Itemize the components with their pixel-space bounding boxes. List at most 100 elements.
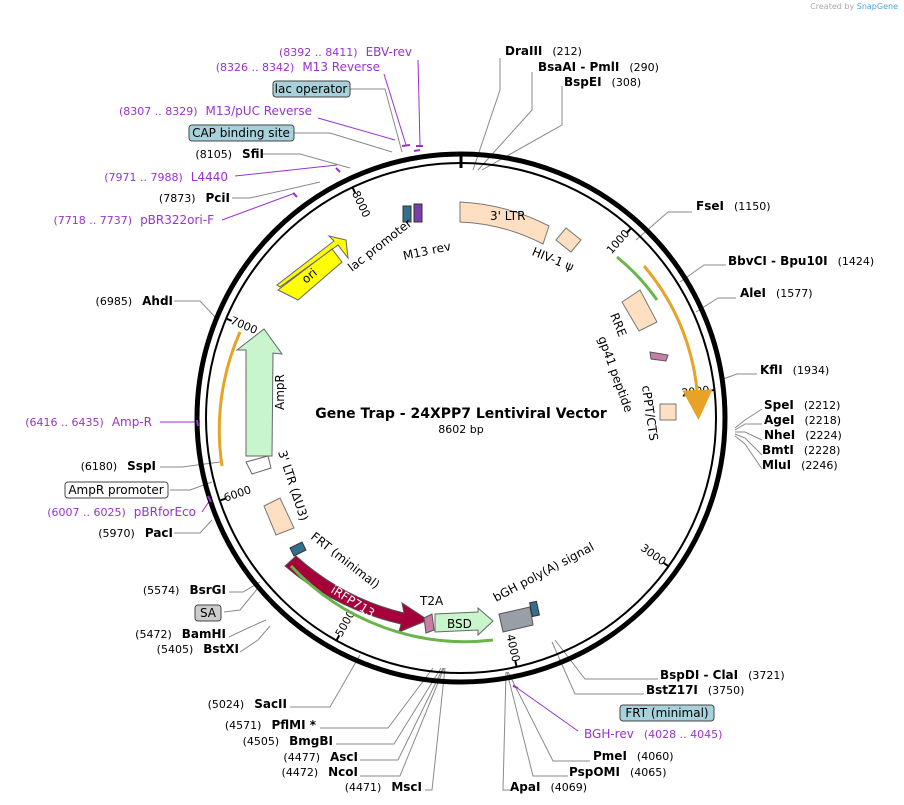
site-enzyme: BmgBI [289,734,333,748]
site-label[interactable]: (5472)BamHI [135,627,226,641]
site-enzyme: PflMI * [271,718,316,732]
site-position: (4472) [282,766,319,779]
restriction-site-labels: DraIII(212) BsaAI - PmlI(290)BspEI (308) Fs… [81,44,875,794]
site-label[interactable]: BstZ17I(3750) [646,683,744,697]
cppt-label: cPPT/CTS [639,384,661,441]
rre-feature[interactable] [621,289,658,332]
hiv-psi-feature[interactable] [555,227,582,253]
primer-label[interactable]: (8307 .. 8329)M13/pUC Reverse [119,104,312,118]
bgh-label: bGH poly(A) signal [491,540,596,605]
site-label[interactable]: BmtI(2228) [762,443,840,457]
site-enzyme: AgeI [764,413,794,427]
site-label[interactable]: BsaAI - PmlI(290) [538,60,659,74]
site-label[interactable]: DraIII(212) [505,44,582,58]
site-enzyme: AleI [740,286,766,300]
site-label[interactable]: (7873)PciI [159,191,230,205]
site-label[interactable]: (4472)NcoI [282,765,358,779]
primer-range: (6416 .. 6435) [25,416,104,429]
ampr-feature[interactable] [235,328,284,457]
watermark-prefix: Created by [810,2,855,11]
bsd-feature[interactable] [434,606,494,637]
site-enzyme: MscI [391,780,422,794]
site-position: (308) [612,76,642,89]
cap-binding-site-label[interactable]: CAP binding site [192,126,290,140]
site-label[interactable]: (4505)BmgBI [243,734,333,748]
ampr-promoter-label[interactable]: AmpR promoter [68,483,163,497]
site-label[interactable]: (6180)SspI [81,459,156,473]
site-enzyme: SspI [127,459,156,473]
site-enzyme: AhdI [142,294,173,308]
sa-label[interactable]: SA [200,606,217,620]
site-label[interactable]: (5970)PacI [98,526,173,540]
site-position: (5574) [143,584,180,597]
tick-label: 7000 [228,314,259,337]
primer-label[interactable]: (7718 .. 7737)pBR322ori-F [54,213,215,227]
site-label[interactable]: BspEI (308) [564,75,641,89]
tick-mark [514,660,518,668]
site-label[interactable]: AgeI(2218) [764,413,841,427]
site-position: (4571) [225,719,262,732]
tick-label: 6000 [222,483,253,504]
site-enzyme: BspEI [564,75,602,89]
site-label[interactable]: FseI(1150) [696,199,771,213]
site-position: (3750) [708,684,745,697]
t2a-label: T2A [419,594,444,608]
lac-promoter-feature[interactable] [402,205,412,223]
site-enzyme: BamHI [182,627,226,641]
site-enzyme: FseI [696,199,724,213]
site-label[interactable]: (4477) AscI [283,750,358,764]
site-label[interactable]: (4471)MscI [345,780,422,794]
tick-mark [663,561,670,568]
primer-label[interactable]: (8326 .. 8342)M13 Reverse [216,60,380,74]
tick-mark [351,186,356,194]
cppt-feature[interactable] [659,403,677,421]
frt-left-feature[interactable] [289,541,307,557]
site-position: (3721) [748,669,785,682]
site-enzyme: PspOMI [569,765,620,779]
m13-rev-feature[interactable] [413,203,423,223]
site-position: (4065) [630,766,667,779]
site-position: (2224) [805,429,842,442]
site-label[interactable]: (8105) SfiI [195,147,264,161]
t2a-feature[interactable] [423,613,435,634]
primer-label[interactable]: (8392 .. 8411)EBV-rev [279,45,412,59]
site-label[interactable]: BbvCI - Bpu10I(1424) [728,254,874,268]
site-enzyme: PacI [145,526,173,540]
primer-label[interactable]: (7971 .. 7988)L4440 [104,170,228,184]
site-label[interactable]: (5024)SacII [208,697,287,711]
primer-label[interactable]: (6416 .. 6435)Amp-R [25,415,152,429]
site-label[interactable]: (4571) PflMI * [225,718,317,732]
site-label[interactable]: KflI(1934) [760,363,829,377]
site-label[interactable]: (5405)BstXI [157,642,239,656]
gp41-feature[interactable] [649,351,669,362]
site-position: (290) [629,61,659,74]
primer-range: (8307 .. 8329) [119,105,198,118]
primer-label[interactable]: BGH-rev(4028 .. 4045) [584,727,722,741]
frt-minimal-box-label[interactable]: FRT (minimal) [625,706,708,720]
site-label[interactable]: NheI(2224) [764,428,842,442]
site-position: (212) [552,45,582,58]
site-label[interactable]: AleI(1577) [740,286,813,300]
ltr3-feature[interactable] [459,201,550,245]
site-label[interactable]: (5574)BsrGI [143,583,226,597]
site-enzyme: AscI [330,750,358,764]
primer-label[interactable]: (6007 .. 6025)pBRforEco [47,505,196,519]
ampr-promoter-feature[interactable] [245,455,272,475]
site-enzyme: SfiI [242,147,264,161]
lac-promoter-label: lac promoter [345,216,414,274]
site-position: (4477) [283,751,320,764]
site-position: (8105) [195,148,232,161]
site-label[interactable]: PmeI(4060) [593,749,673,763]
bgh-feature[interactable] [498,606,534,633]
site-label[interactable]: SpeI(2212) [764,398,840,412]
site-label[interactable]: (6985)AhdI [96,294,173,308]
lac-operator-label[interactable]: lac operator [275,82,348,96]
frt-right-feature[interactable] [529,600,540,618]
site-label[interactable]: MluI(2246) [762,458,838,472]
site-label[interactable]: PspOMI (4065) [569,765,667,779]
site-label[interactable]: ApaI(4069) [510,780,587,794]
ltr-du3-feature[interactable] [263,497,295,536]
primer-labels: (8392 .. 8411)EBV-rev(8326 .. 8342)M13 R… [25,45,722,741]
site-label[interactable]: BspDI - ClaI(3721) [660,668,785,682]
ori-feature[interactable] [276,235,349,301]
